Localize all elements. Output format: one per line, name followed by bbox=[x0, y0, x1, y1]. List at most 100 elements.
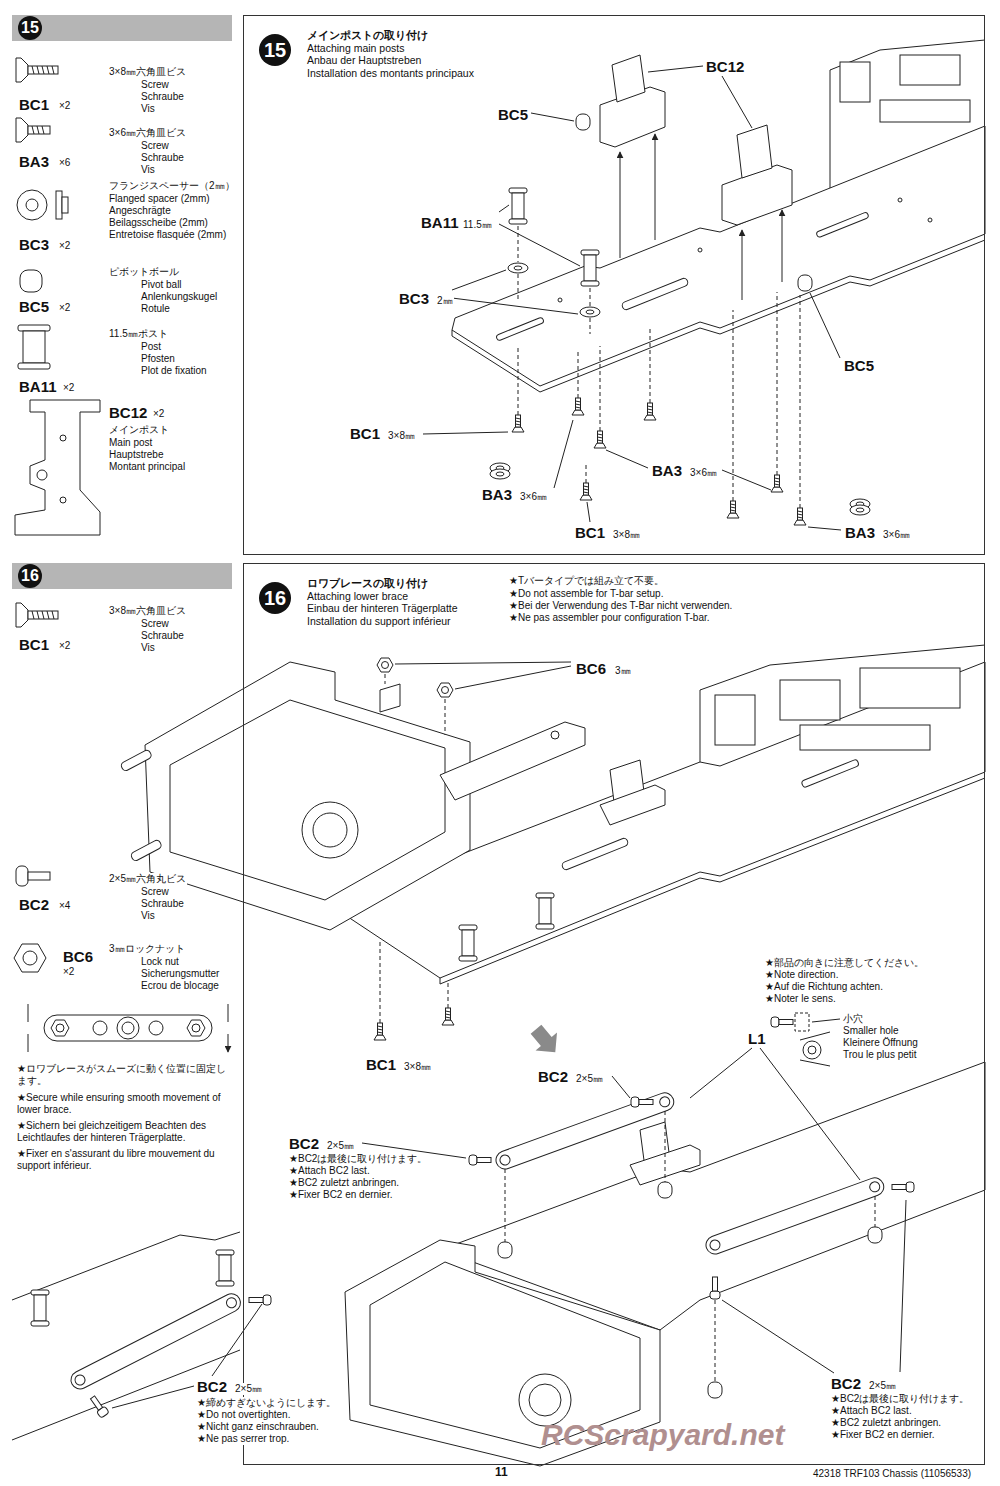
parts-icon bbox=[28, 126, 50, 134]
rear-bulkhead bbox=[377, 658, 393, 672]
note: ★Attach BC2 last. bbox=[830, 1405, 913, 1417]
part-description: Rotule bbox=[140, 303, 171, 315]
part-code: BA3 bbox=[481, 486, 513, 503]
direction-inset bbox=[808, 1046, 816, 1054]
part-description: Pfosten bbox=[140, 353, 176, 365]
part-symbol bbox=[727, 501, 739, 518]
dimension: 3×6㎜ bbox=[519, 491, 548, 503]
quantity: ×2 bbox=[152, 408, 165, 420]
direction-inset bbox=[795, 1013, 809, 1031]
rear-bulkhead bbox=[170, 700, 445, 900]
lower-brace-diagram bbox=[117, 1017, 139, 1039]
part-description: 11.5㎜ポスト bbox=[108, 328, 169, 340]
step-title: Installation du support inférieur bbox=[306, 615, 452, 627]
part-code: BC2 bbox=[537, 1068, 569, 1085]
part-description: 3×8㎜六角皿ビス bbox=[108, 605, 187, 617]
dimension: 3×8㎜ bbox=[612, 529, 641, 541]
leader-line bbox=[648, 66, 752, 128]
lower-assembly bbox=[499, 1154, 512, 1167]
step-number: 16 bbox=[259, 582, 291, 614]
part-code: BC5 bbox=[497, 106, 529, 123]
part-code: BC2 bbox=[196, 1378, 228, 1395]
part-description: Schraube bbox=[140, 91, 185, 103]
chassis-plate bbox=[452, 126, 985, 386]
note: ★Nicht ganz einschrauben. bbox=[196, 1421, 320, 1433]
chassis-plate bbox=[816, 212, 869, 238]
direction-inset bbox=[771, 1017, 793, 1027]
parts-icon bbox=[32, 66, 54, 74]
parts-panel: 16 bbox=[12, 563, 232, 1465]
note: ★Bei der Verwendung des T-Bar nicht verw… bbox=[508, 600, 733, 612]
chassis-plate bbox=[801, 759, 859, 788]
step-number: 16 bbox=[18, 564, 42, 588]
leader-line bbox=[587, 502, 590, 522]
note: ★Noter le sens. bbox=[764, 993, 837, 1005]
part-description: フランジスペーサー（2㎜） bbox=[108, 180, 236, 192]
lower-brace-diagram bbox=[187, 1020, 205, 1036]
step-title: Installation des montants principaux bbox=[306, 67, 475, 79]
lower-brace-diagram bbox=[192, 1024, 200, 1032]
dimension: 2×5㎜ bbox=[326, 1140, 355, 1152]
step-number: 15 bbox=[259, 34, 291, 66]
note: ★Fixer BC2 en dernier. bbox=[830, 1429, 935, 1441]
dimension: 3㎜ bbox=[614, 665, 632, 677]
note: ★Secure while ensuring smooth movement o… bbox=[16, 1092, 230, 1115]
part-code: BC2 bbox=[18, 896, 50, 913]
guide-line bbox=[733, 292, 800, 508]
chassis-plate bbox=[698, 248, 702, 252]
dimension: 3×6㎜ bbox=[689, 467, 718, 479]
part-description: Screw bbox=[140, 140, 170, 152]
note: ★Ne pas assembler pour configuration T-b… bbox=[508, 612, 711, 624]
chassis-plate bbox=[440, 778, 985, 984]
lower-assembly bbox=[493, 1090, 676, 1171]
part-description: Vis bbox=[140, 910, 156, 922]
part-symbol bbox=[581, 250, 599, 286]
parts-icon bbox=[23, 331, 45, 363]
lower-assembly bbox=[493, 1090, 676, 1171]
part-symbol bbox=[490, 114, 870, 525]
lower-assembly bbox=[631, 1097, 653, 1107]
part-description: メインポスト bbox=[108, 424, 170, 436]
dimension: 2×5㎜ bbox=[234, 1383, 263, 1395]
rear-bulkhead bbox=[380, 674, 448, 1023]
page-number: 11 bbox=[494, 1466, 509, 1480]
chassis-plate bbox=[900, 55, 960, 85]
step-panel: 15メインポストの取り付けAttaching main postsAnbau d… bbox=[243, 15, 985, 555]
rear-bulkhead bbox=[120, 749, 152, 772]
part-code: BC1 bbox=[574, 524, 606, 541]
part-symbol bbox=[572, 398, 584, 415]
dimension: 2×5㎜ bbox=[575, 1073, 604, 1085]
part-description: Anlenkungskugel bbox=[140, 291, 218, 303]
note: ★Note direction. bbox=[764, 969, 839, 981]
direction-inset bbox=[812, 1019, 840, 1022]
guide-line bbox=[518, 226, 590, 334]
lower-brace-diagram bbox=[44, 1015, 212, 1041]
leader-line bbox=[810, 293, 840, 358]
part-code: BC1 bbox=[349, 425, 381, 442]
part-symbol bbox=[508, 263, 528, 273]
lower-brace-diagram bbox=[122, 1022, 134, 1034]
parts-icon bbox=[56, 191, 62, 219]
rear-bulkhead bbox=[442, 1008, 454, 1025]
parts-icon bbox=[14, 603, 58, 972]
part-symbol bbox=[794, 508, 806, 525]
leader-line bbox=[554, 420, 573, 488]
rear-bulkhead bbox=[374, 1023, 386, 1040]
leader-line bbox=[606, 450, 771, 490]
part-description: Schraube bbox=[140, 152, 185, 164]
assembly-arrow bbox=[782, 210, 783, 282]
lower-assembly bbox=[362, 1076, 906, 1373]
part-symbol bbox=[576, 114, 590, 130]
lower-brace-diagram bbox=[28, 1004, 228, 1052]
lower-brace-diagram bbox=[51, 1020, 69, 1036]
detail-illustration bbox=[249, 1295, 271, 1305]
note: ★Fixer BC2 en dernier. bbox=[288, 1189, 393, 1201]
part-description: 小穴 bbox=[842, 1013, 864, 1025]
parts-icon bbox=[32, 611, 54, 619]
quantity: ×4 bbox=[58, 900, 71, 912]
dimension: 2×5㎜ bbox=[868, 1380, 897, 1392]
part-symbol bbox=[509, 188, 527, 224]
step-title: Einbau der hinteren Trägerplatte bbox=[306, 602, 459, 614]
part-description: Plot de fixation bbox=[140, 365, 208, 377]
part-description: Ecrou de blocage bbox=[140, 980, 220, 992]
